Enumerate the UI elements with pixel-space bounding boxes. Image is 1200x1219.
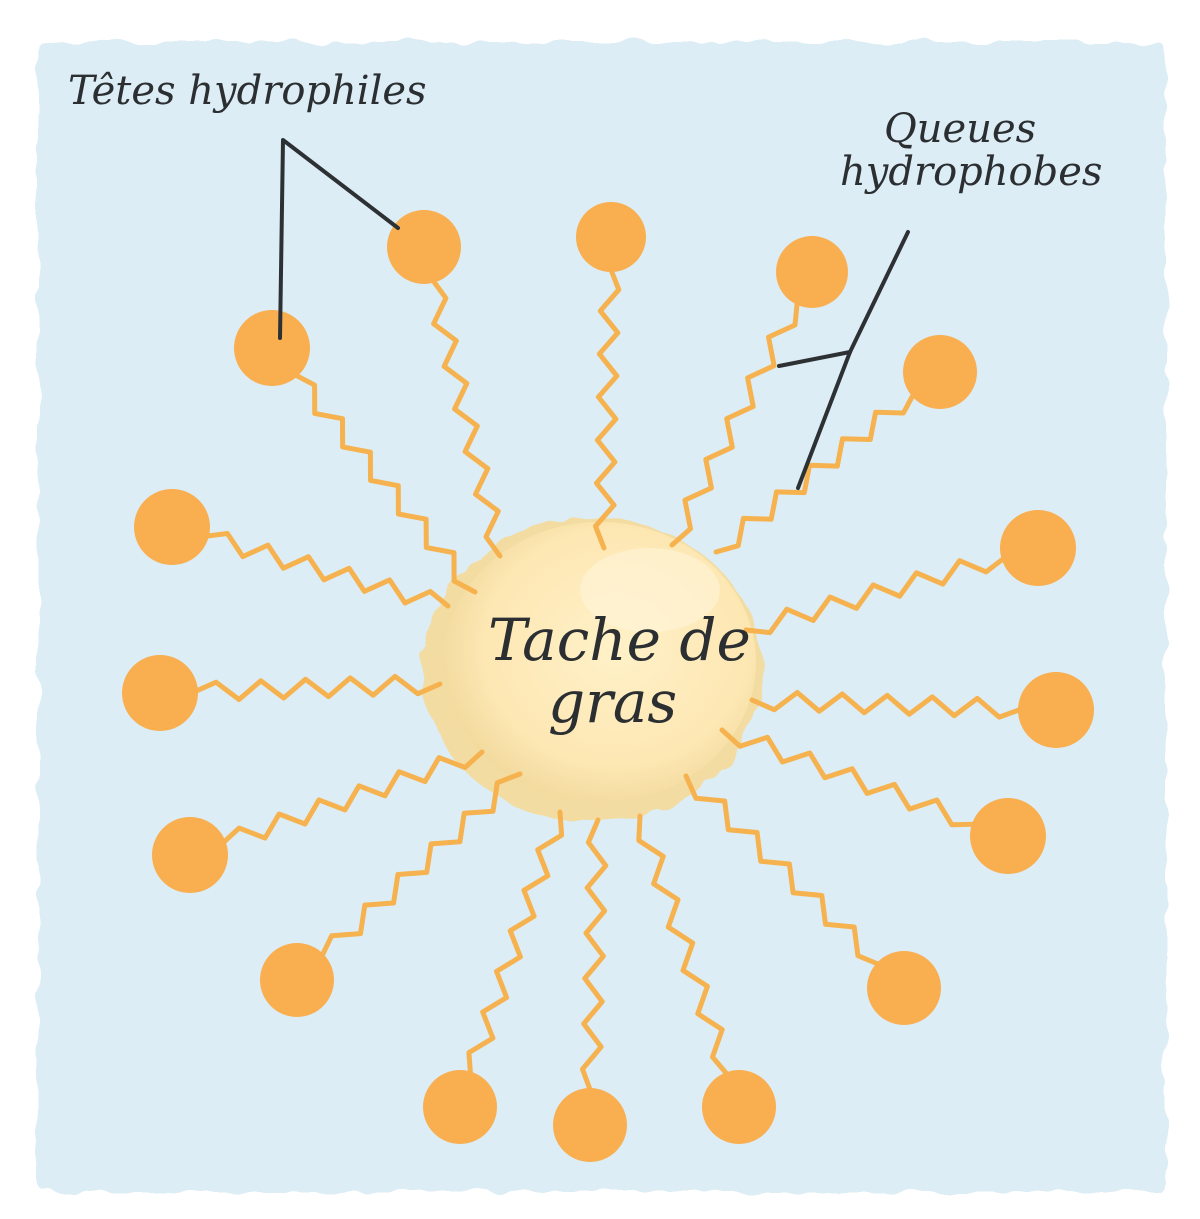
- hydrophilic-head: [152, 817, 228, 893]
- surfactant-molecule: [636, 813, 776, 1144]
- surfactant-molecule: [152, 749, 485, 893]
- surfactant-molecule: [576, 202, 646, 551]
- label-center-line2: gras: [548, 668, 677, 736]
- hydrophilic-head: [423, 1070, 497, 1144]
- surfactant-molecules: [122, 202, 1094, 1162]
- surfactant-molecule: [423, 809, 565, 1144]
- surfactant-molecule: [134, 489, 451, 609]
- label-center-line1: Tache de: [488, 606, 751, 674]
- surfactant-molecule: [234, 310, 478, 595]
- surfactant-molecule: [122, 655, 443, 731]
- hydrophilic-head: [970, 798, 1046, 874]
- hydrophobic-tail: [749, 690, 1025, 720]
- surfactant-molecule: [719, 727, 1046, 874]
- hydrophobic-tail: [593, 265, 622, 551]
- surfactant-molecule: [683, 773, 941, 1025]
- surfactant-molecule: [553, 817, 627, 1162]
- hydrophobic-tail: [318, 771, 523, 961]
- hydrophobic-tail: [202, 531, 451, 609]
- heads-leader-line: [278, 138, 400, 340]
- hydrophilic-head: [576, 202, 646, 272]
- surfactant-molecule: [669, 236, 848, 548]
- hydrophilic-head: [122, 655, 198, 731]
- hydrophilic-head: [903, 335, 977, 409]
- hydrophilic-head: [260, 943, 334, 1017]
- hydrophobic-tail: [683, 773, 883, 968]
- fat-stain: [422, 518, 762, 822]
- hydrophobic-tail: [191, 673, 443, 702]
- hydrophilic-head: [867, 951, 941, 1025]
- hydrophobic-tail: [743, 554, 1008, 636]
- tails-leader-branch: [777, 350, 852, 368]
- hydrophobic-tail: [719, 727, 979, 828]
- tails-leader-lines: [777, 230, 910, 490]
- surfactant-molecule: [713, 335, 977, 555]
- hydrophobic-tail: [636, 813, 731, 1079]
- label-tails-line2: hydrophobes: [840, 149, 1102, 195]
- hydrophobic-tail: [580, 817, 609, 1095]
- hydrophobic-tail: [466, 809, 565, 1079]
- surfactant-molecule: [743, 510, 1076, 636]
- hydrophilic-head: [234, 310, 310, 386]
- hydrophobic-tail: [669, 298, 800, 548]
- surfactant-molecule: [749, 672, 1094, 748]
- hydrophilic-head: [134, 489, 210, 565]
- hydrophilic-head: [1018, 672, 1094, 748]
- hydrophilic-head: [702, 1070, 776, 1144]
- surfactant-molecule: [387, 210, 503, 559]
- label-heads: Têtes hydrophiles: [68, 68, 427, 114]
- label-tails-line1: Queues: [884, 106, 1036, 152]
- hydrophilic-head: [553, 1088, 627, 1162]
- hydrophilic-head: [387, 210, 461, 284]
- surfactant-molecule: [260, 771, 523, 1017]
- heads-leader-lines: [278, 138, 400, 340]
- hydrophobic-tail: [713, 390, 917, 555]
- hydrophobic-tail: [219, 749, 485, 847]
- hydrophobic-tail: [429, 276, 503, 559]
- hydrophilic-head: [1000, 510, 1076, 586]
- hydrophilic-head: [776, 236, 848, 308]
- hydrophobic-tail: [291, 371, 478, 595]
